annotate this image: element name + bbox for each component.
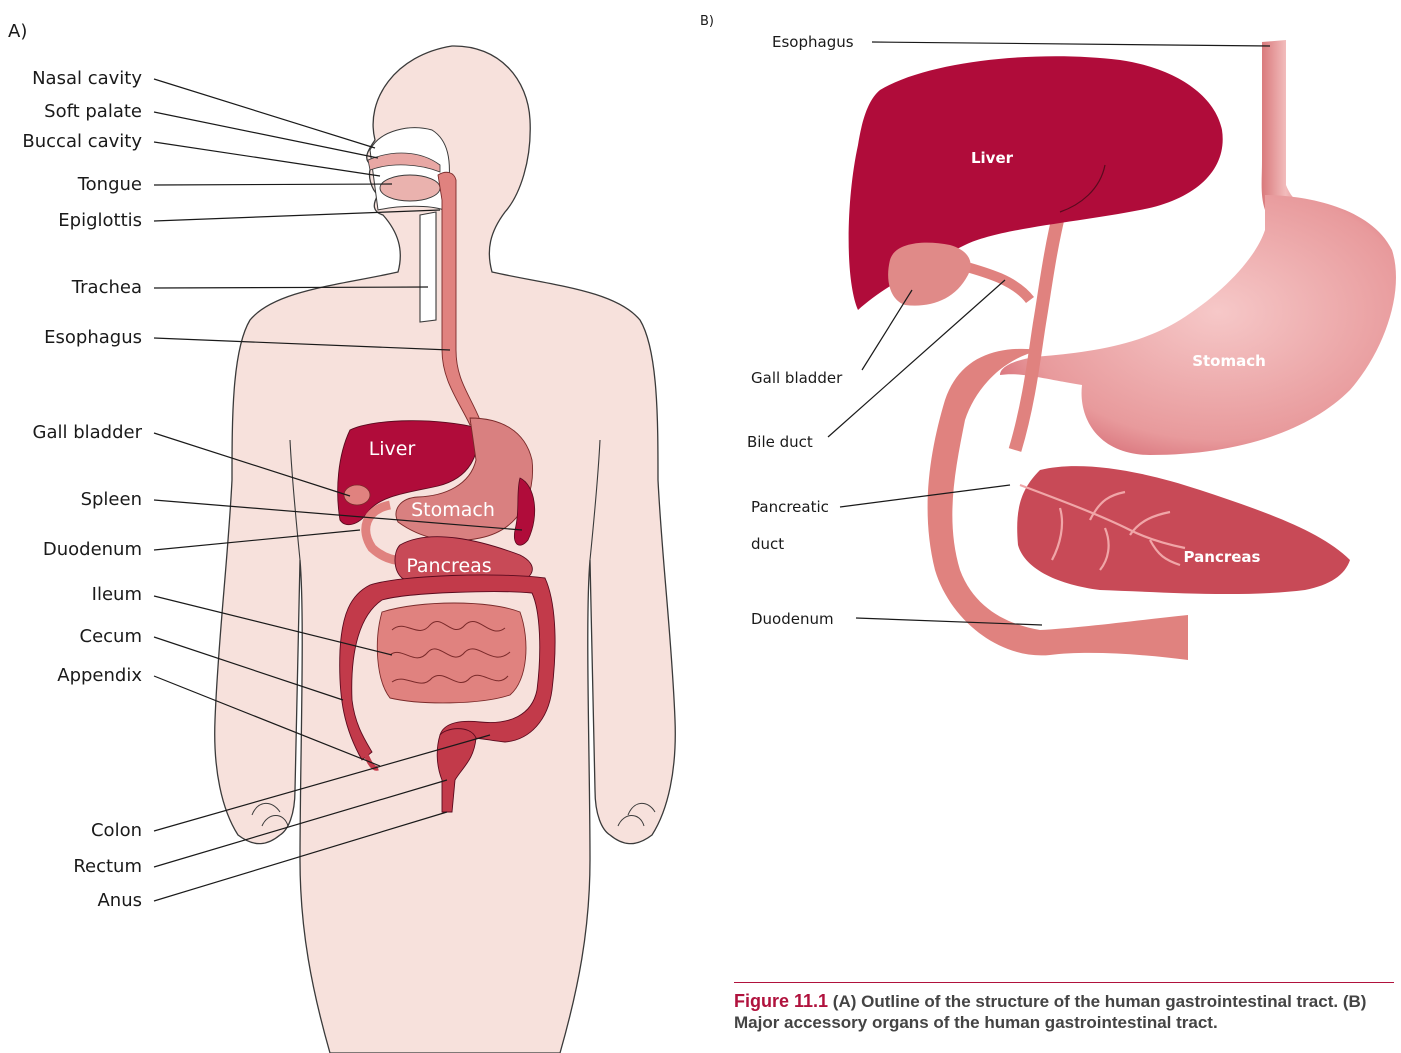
label-cecum: Cecum bbox=[80, 626, 142, 647]
label-nasal-cavity: Nasal cavity bbox=[32, 68, 142, 89]
label-trachea: Trachea bbox=[71, 277, 142, 298]
panel-b-tag: B) bbox=[700, 14, 714, 29]
organ-label-liver-b: Liver bbox=[971, 149, 1014, 167]
label-epiglottis: Epiglottis bbox=[58, 210, 142, 231]
labels-a: Nasal cavity Soft palate Buccal cavity T… bbox=[22, 68, 142, 911]
pancreas-b bbox=[1017, 466, 1350, 594]
label-ileum: Ileum bbox=[92, 584, 142, 605]
label-buccal-cavity: Buccal cavity bbox=[22, 131, 142, 152]
label-esophagus-a: Esophagus bbox=[44, 327, 142, 348]
esophagus-b bbox=[1262, 40, 1310, 210]
label-gall-bladder-b: Gall bladder bbox=[751, 369, 843, 387]
label-duodenum-a: Duodenum bbox=[43, 539, 142, 560]
label-gall-bladder-a: Gall bladder bbox=[33, 422, 143, 443]
organ-label-pancreas-b: Pancreas bbox=[1184, 548, 1261, 566]
figure-caption-text: (A) Outline of the structure of the huma… bbox=[734, 992, 1366, 1032]
label-soft-palate: Soft palate bbox=[44, 101, 142, 122]
label-colon: Colon bbox=[91, 820, 142, 841]
label-appendix: Appendix bbox=[57, 665, 142, 686]
label-duodenum-b: Duodenum bbox=[751, 610, 834, 628]
organ-label-stomach-b: Stomach bbox=[1192, 352, 1266, 370]
label-anus: Anus bbox=[97, 890, 142, 911]
figure-caption: Figure 11.1 (A) Outline of the structure… bbox=[734, 982, 1394, 1033]
label-esophagus-b: Esophagus bbox=[772, 33, 854, 51]
organ-label-stomach-a: Stomach bbox=[411, 499, 495, 521]
organ-label-pancreas-a: Pancreas bbox=[406, 555, 491, 577]
label-pancreatic-duct-line2: duct bbox=[751, 535, 784, 553]
label-spleen: Spleen bbox=[81, 489, 142, 510]
label-rectum: Rectum bbox=[73, 856, 142, 877]
organ-label-liver-a: Liver bbox=[369, 438, 416, 460]
panel-a-tag: A) bbox=[8, 21, 27, 42]
labels-b: Esophagus Gall bladder Bile duct Pancrea… bbox=[747, 33, 854, 628]
figure-number: Figure 11.1 bbox=[734, 991, 828, 1011]
label-tongue: Tongue bbox=[77, 174, 142, 195]
label-pancreatic-duct-line1: Pancreatic bbox=[751, 498, 829, 516]
gall-bladder-b bbox=[888, 243, 971, 306]
label-bile-duct: Bile duct bbox=[747, 433, 813, 451]
